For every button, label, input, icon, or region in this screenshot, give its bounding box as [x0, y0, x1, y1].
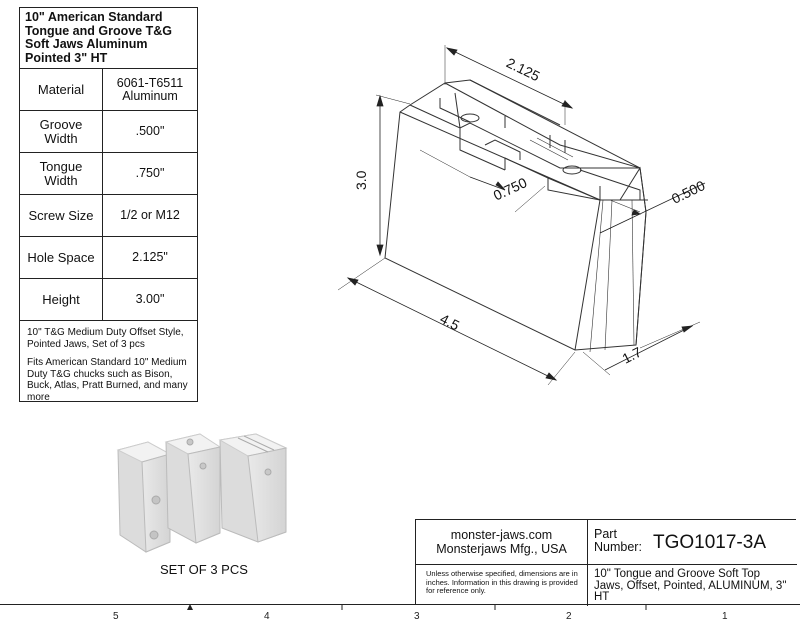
spec-title: 10" American Standard Tongue and Groove …	[20, 8, 197, 69]
note-compatibility: Fits American Standard 10" Medium Duty T…	[27, 357, 188, 403]
disclaimer: Unless otherwise specified, dimensions a…	[416, 565, 588, 606]
company-info: monster-jaws.com Monsterjaws Mfg., USA	[416, 520, 588, 565]
spec-row-screw-size: Screw Size 1/2 or M12	[20, 195, 197, 237]
spec-value: 6061-T6511 Aluminum	[116, 75, 184, 103]
part-description: 10" Tongue and Groove Soft Top Jaws, Off…	[594, 568, 787, 603]
zone-label: 3	[414, 611, 420, 622]
spec-value: 2.125"	[132, 250, 168, 264]
zone-label: 4	[264, 611, 270, 622]
part-number-label: Part Number:	[594, 527, 642, 554]
spec-value: 3.00"	[135, 292, 165, 306]
spec-label: Hole Space	[20, 237, 103, 278]
dim-length: 4.5	[437, 310, 462, 333]
spec-value: .750"	[135, 166, 165, 180]
zone-label: 2	[566, 611, 572, 622]
dim-groove: 0.500	[669, 177, 708, 207]
spec-row-groove-width: Groove Width .500"	[20, 111, 197, 153]
set-caption: SET OF 3 PCS	[160, 562, 248, 577]
company-name: Monsterjaws Mfg., USA	[436, 542, 567, 556]
spec-label: Groove Width	[20, 111, 103, 152]
title-block: monster-jaws.com Monsterjaws Mfg., USA P…	[415, 519, 797, 606]
spec-value: .500"	[135, 124, 165, 138]
isometric-jaw-drawing: 2.125 3.0 0.750 0.500 4.5 1.7	[337, 45, 708, 386]
dim-depth: 1.7	[619, 343, 644, 366]
spec-value: 1/2 or M12	[120, 208, 180, 222]
spec-table: 10" American Standard Tongue and Groove …	[19, 7, 198, 403]
spec-label: Screw Size	[20, 195, 103, 236]
dim-height: 3.0	[353, 170, 369, 190]
part-number: TGO1017-3A	[653, 532, 766, 553]
spec-label: Material	[20, 69, 103, 110]
dim-top-width: 2.125	[504, 54, 543, 84]
company-site: monster-jaws.com	[450, 528, 553, 542]
part-info: Part Number: TGO1017-3A	[588, 520, 797, 565]
spec-notes: 10" T&G Medium Duty Offset Style, Pointe…	[20, 321, 197, 416]
spec-row-hole-space: Hole Space 2.125"	[20, 237, 197, 279]
spec-row-tongue-width: Tongue Width .750"	[20, 153, 197, 195]
spec-row-material: Material 6061-T6511 Aluminum	[20, 69, 197, 111]
zone-strip: 5 4 3 2 1	[0, 604, 800, 622]
zone-label: 1	[722, 611, 728, 622]
spec-row-height: Height 3.00"	[20, 279, 197, 321]
spec-label: Height	[20, 279, 103, 320]
jaw-set-illustration	[116, 433, 288, 553]
spec-label: Tongue Width	[20, 153, 103, 194]
note-offset-style: 10" T&G Medium Duty Offset Style, Pointe…	[27, 327, 184, 350]
zone-label: 5	[113, 611, 119, 622]
